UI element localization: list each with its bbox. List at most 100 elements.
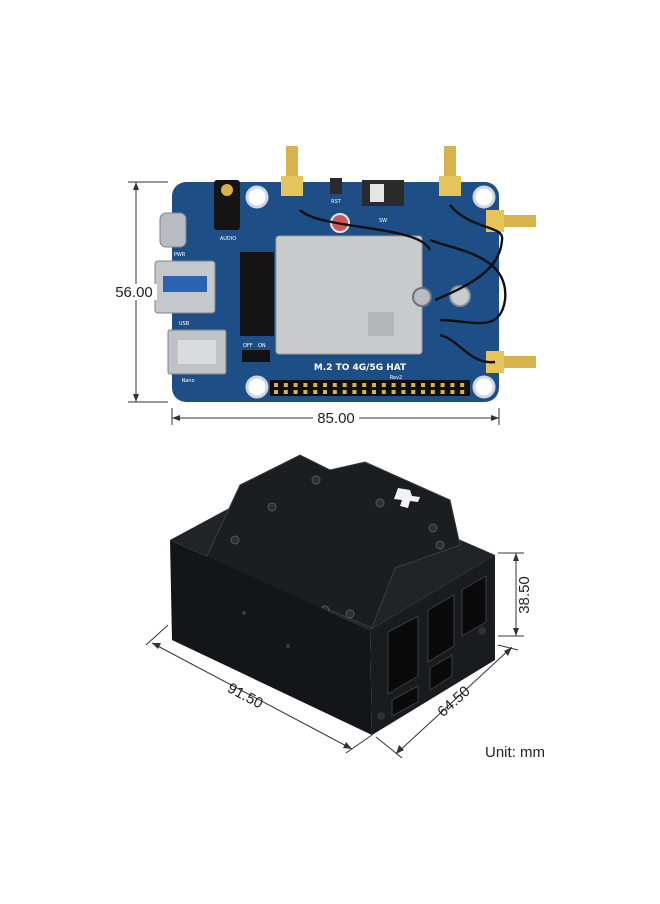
board-revision: Rev2 — [390, 375, 402, 381]
port-opening — [429, 654, 453, 691]
gpio-pins — [274, 383, 465, 394]
ext-pwr-label: EXT PWR — [163, 252, 186, 258]
case-height-dimension: 38.50 — [498, 552, 533, 637]
case-hole — [286, 644, 290, 648]
gpio-pin — [303, 390, 308, 394]
m2-screw — [412, 287, 432, 307]
sim-tray — [178, 340, 216, 364]
gpio-pin — [283, 390, 288, 394]
case-front-face — [170, 540, 372, 735]
audio-jack — [214, 180, 240, 230]
metal-case — [170, 454, 495, 735]
gpio-pin — [362, 383, 367, 387]
pcb-width-label: 85.00 — [317, 410, 355, 427]
mount-hole — [472, 185, 496, 209]
gpio-pin — [274, 383, 278, 387]
gpio-pin — [430, 390, 435, 394]
gpio-pin — [460, 390, 465, 394]
gpio-pin — [293, 383, 298, 387]
gpio-pin — [332, 390, 337, 394]
port-opening — [427, 594, 455, 663]
gpio-pin — [303, 383, 308, 387]
gpio-pin — [352, 390, 357, 394]
gpio-pin — [342, 383, 347, 387]
antenna-cable — [439, 333, 496, 364]
antenna-cable — [429, 238, 507, 325]
gpio-pin — [283, 383, 288, 387]
slide-switch-knob — [370, 184, 384, 202]
antenna-cable — [434, 204, 504, 302]
gpio-pin — [401, 390, 406, 394]
sma-connector-right-top — [486, 210, 536, 232]
gpio-pin — [313, 383, 318, 387]
pcb-height-label: 56.00 — [115, 284, 153, 301]
gpio-pin — [411, 383, 416, 387]
case-screw — [435, 540, 445, 550]
m2-slot — [240, 252, 274, 336]
gpio-pin — [372, 390, 376, 394]
gpio-pin — [391, 383, 396, 387]
sw-label: SW — [379, 218, 387, 224]
case-height-label: 38.50 — [516, 576, 533, 614]
gpio-pin — [274, 390, 278, 394]
gpio-pin — [362, 390, 367, 394]
gpio-pin — [421, 383, 425, 387]
gpio-pin — [440, 390, 445, 394]
usb-label: USB — [179, 321, 190, 327]
dip-switch — [242, 350, 270, 362]
gpio-pin — [372, 383, 376, 387]
port-opening — [391, 685, 419, 717]
sma-connector-top-left — [281, 146, 303, 196]
gpio-pin — [391, 390, 396, 394]
case-screw — [428, 523, 438, 533]
gpio-pin — [401, 383, 406, 387]
gpio-pin — [460, 383, 465, 387]
gpio-header — [270, 380, 470, 396]
case-screw — [230, 535, 240, 545]
gpio-pin — [450, 390, 455, 394]
port-opening — [461, 575, 487, 637]
audio-label: AUDIO — [220, 236, 236, 242]
gpio-pin — [421, 390, 425, 394]
case-screw — [345, 609, 355, 619]
case-screw — [267, 502, 277, 512]
pcb-width-dimension: 85.00 — [171, 408, 500, 427]
antenna-cable — [299, 209, 432, 251]
gpio-pin — [440, 383, 445, 387]
reset-button — [330, 178, 342, 194]
keyhole-slot — [394, 488, 420, 508]
mount-hole — [245, 375, 269, 399]
usb-a-tongue — [163, 276, 207, 292]
module-qr-code — [368, 312, 394, 336]
gpio-pin — [430, 383, 435, 387]
pcb-board: EXT PWR USB Nano AUDIO — [154, 146, 536, 402]
gpio-pin — [411, 390, 416, 394]
mount-hole — [472, 375, 496, 399]
sma-connector-top-right — [439, 146, 461, 196]
gpio-pin — [323, 383, 327, 387]
gpio-pin — [381, 390, 386, 394]
case-screw — [478, 627, 486, 635]
nano-label: Nano — [181, 378, 194, 384]
rst-label: RST — [331, 199, 342, 205]
usb-c-port — [159, 212, 187, 248]
pcb-height-dimension: 56.00 — [111, 181, 168, 403]
off-label: OFF — [243, 343, 253, 349]
gpio-pin — [450, 383, 455, 387]
gpio-pin — [342, 390, 347, 394]
unit-label: Unit: mm — [485, 744, 545, 761]
gpio-pin — [352, 383, 357, 387]
gpio-pin — [381, 383, 386, 387]
case-screw — [311, 475, 321, 485]
case-screw — [375, 498, 385, 508]
modem-module — [275, 235, 423, 355]
on-label: ON — [258, 343, 266, 349]
gpio-pin — [323, 390, 327, 394]
port-opening — [387, 615, 419, 695]
case-hole — [242, 611, 246, 615]
audio-jack-ring — [221, 184, 233, 196]
gpio-pin — [313, 390, 318, 394]
board-title: M.2 TO 4G/5G HAT — [314, 363, 407, 373]
case-screw — [377, 712, 385, 720]
